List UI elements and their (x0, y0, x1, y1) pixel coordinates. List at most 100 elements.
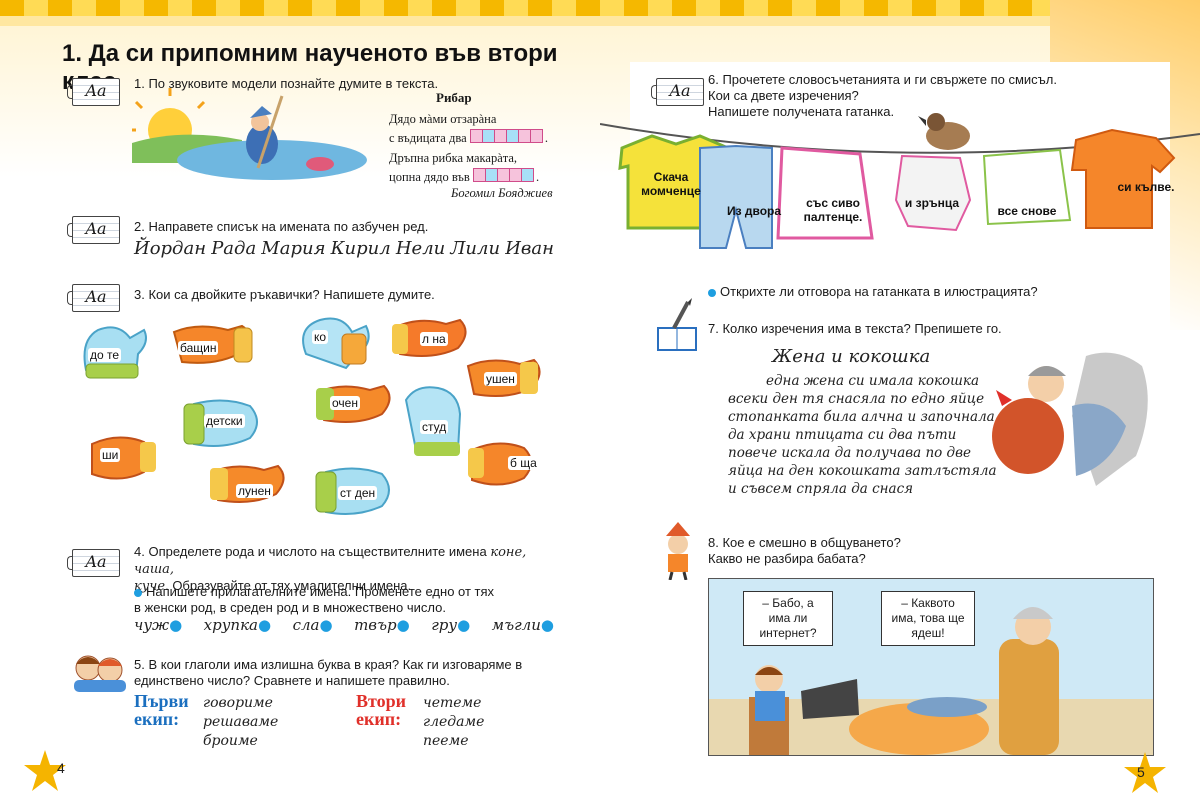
adjective-text: хрупка (203, 616, 258, 634)
adjective-text: чуж (134, 616, 170, 634)
team-1-word: Първи (134, 691, 189, 711)
adjective: гру● (431, 616, 470, 634)
mitten-word: бащин (178, 341, 219, 355)
mitten-word: ши (100, 448, 121, 462)
task-4-part: 4. Определете рода и числото на съществи… (134, 544, 487, 559)
clothes-phrase: Из двора (726, 204, 782, 218)
poem-line-2: с въдицата два . (389, 129, 548, 149)
sound-model-boxes (472, 168, 534, 188)
task-5-line-2: единствено число? Сравнете и напишете пр… (134, 673, 450, 688)
name-word: Лили (450, 238, 501, 259)
adjective-text: сла (292, 616, 320, 634)
subtask-line-2: в женски род, в среден род и в множестве… (134, 600, 446, 615)
top-decor-band (0, 16, 1200, 26)
clothes-phrase: си кълве. (1117, 180, 1175, 194)
character-icon (666, 522, 690, 580)
book-pencil-icon (657, 298, 697, 351)
poem-line-4-text: цопна дядо във (389, 170, 470, 185)
story-line: всеки ден тя снасяла по едно яйце (728, 391, 985, 407)
task-4-part: . Образувайте от тях умалителни имена. (165, 578, 412, 593)
task-6-line-1: 6. Прочетете словосъчетанията и ги свърж… (708, 72, 1057, 87)
mitten-word: детски (204, 414, 245, 428)
adjective: хрупка● (204, 616, 271, 634)
task-8-text: 8. Кое е смешно в общуването? Какво не р… (708, 535, 901, 567)
name-word: Нели (395, 238, 446, 259)
story-line: и съвсем спряла да снася (728, 481, 914, 497)
drop-icon: ● (540, 616, 554, 634)
right-page: Aa 6. Прочетете словосъчетанията и ги св… (600, 0, 1200, 807)
team-1-words: говориме решаваме броиме (203, 694, 278, 751)
mitten-word: очен (330, 396, 360, 410)
mitten-word: ст ден (338, 486, 378, 500)
poem: Дядо мàми отзарàна с въдицата два . Дръп… (389, 110, 548, 188)
mitten-word: ушен (484, 372, 517, 386)
mitten (91, 436, 156, 480)
adjective: мъгли● (492, 616, 554, 634)
name-word: Мария (261, 238, 326, 259)
fisherman-illustration (132, 88, 367, 180)
story-text: една жена си имала кокошка всеки ден тя … (728, 372, 997, 498)
aa-icon: Aa (651, 78, 704, 106)
poem-author: Богомил Бояджиев (451, 186, 553, 200)
task-2-text: 2. Направете списък на имената по азбуче… (134, 219, 429, 234)
team-2-words: четеме гледаме пееме (423, 694, 484, 751)
task-6-question: Открихте ли отговора на гатанката в илюс… (708, 284, 1038, 300)
aa-icon: Aa (67, 78, 120, 106)
speech-bubble-child: – Бабо, а има ли интернет? (743, 591, 833, 646)
drop-icon: ● (396, 616, 410, 634)
task-3-text: 3. Кои са двойките ръкавички? Напишете д… (134, 287, 435, 302)
story-line: стопанката била алчна и започнала (728, 409, 995, 425)
adjective-text: мъгли (491, 616, 541, 634)
clothes-phrase: и зрънца (904, 196, 960, 210)
clothes-phrase: Скача момченце (641, 170, 701, 198)
poem-line-3: Дръпна рибка макарàта, (389, 151, 518, 166)
aa-icon: Aa (67, 216, 120, 244)
task-4-words: коне, чаша, (134, 545, 527, 577)
verb: броиме (203, 733, 258, 749)
mitten-word: до те (88, 348, 122, 362)
clothesline-illustration (600, 113, 1200, 249)
mitten (404, 386, 462, 456)
task-8-line-1: 8. Кое е смешно в общуването? (708, 535, 901, 550)
aa-icon: Aa (67, 549, 120, 577)
team-2-word: екип: (356, 709, 402, 729)
mitten-word: лунен (236, 484, 273, 498)
poem-line-2-end: . (544, 131, 548, 145)
mitten-word: студ (420, 420, 449, 434)
drop-icon: ● (258, 616, 272, 634)
star-icon (1124, 752, 1166, 793)
task-1-text: 1. По звуковите модели познайте думите в… (134, 76, 439, 91)
poem-line-2-text: с въдицата два (389, 131, 467, 145)
task-6-text: 6. Прочетете словосъчетанията и ги свърж… (708, 72, 1057, 120)
aa-icon: Aa (67, 284, 120, 312)
bullet-icon (134, 588, 142, 597)
subtask-line-1: Напишете прилагателните имена. Променете… (146, 584, 495, 599)
task-8-line-2: Какво не разбира бабата? (708, 551, 866, 566)
mitten-word: б ща (508, 456, 539, 470)
task-6-line-3: Напишете получената гатанка. (708, 104, 895, 119)
adjective-text: гру (431, 616, 458, 634)
mitten-word: л на (420, 332, 448, 346)
task-4-subtask: Напишете прилагателните имена. Променете… (134, 584, 574, 616)
story-title: Жена и кокошка (772, 346, 931, 367)
task-5-line-1: 5. В кои глаголи има излишна буква в кра… (134, 657, 523, 672)
drop-icon: ● (457, 616, 471, 634)
star-icon (24, 750, 66, 791)
name-word: Рада (211, 238, 257, 259)
speech-bubble-grandma: – Каквото има, това ще ядеш! (881, 591, 975, 646)
mitten (302, 317, 370, 370)
sound-model-boxes (469, 129, 543, 149)
page-number: 5 (1137, 764, 1145, 780)
verb: решаваме (203, 714, 279, 730)
clothes-phrase: със сиво палтенце. (803, 196, 863, 224)
question-text: Открихте ли отговора на гатанката в илюс… (720, 284, 1038, 299)
names-row: Йордан Рада Мария Кирил Нели Лили Иван (134, 238, 554, 259)
team-2-label: Втори екип: (356, 692, 406, 728)
team-2-word: Втори (356, 691, 406, 711)
task-4-text: 4. Определете рода и числото на съществи… (134, 544, 554, 595)
verb: гледаме (423, 714, 485, 730)
adjective-text: твър (354, 616, 397, 634)
adjective: сла● (293, 616, 333, 634)
mitten-word: ко (312, 330, 329, 344)
poem-line-1: Дядо мàми отзарàна (389, 112, 497, 126)
